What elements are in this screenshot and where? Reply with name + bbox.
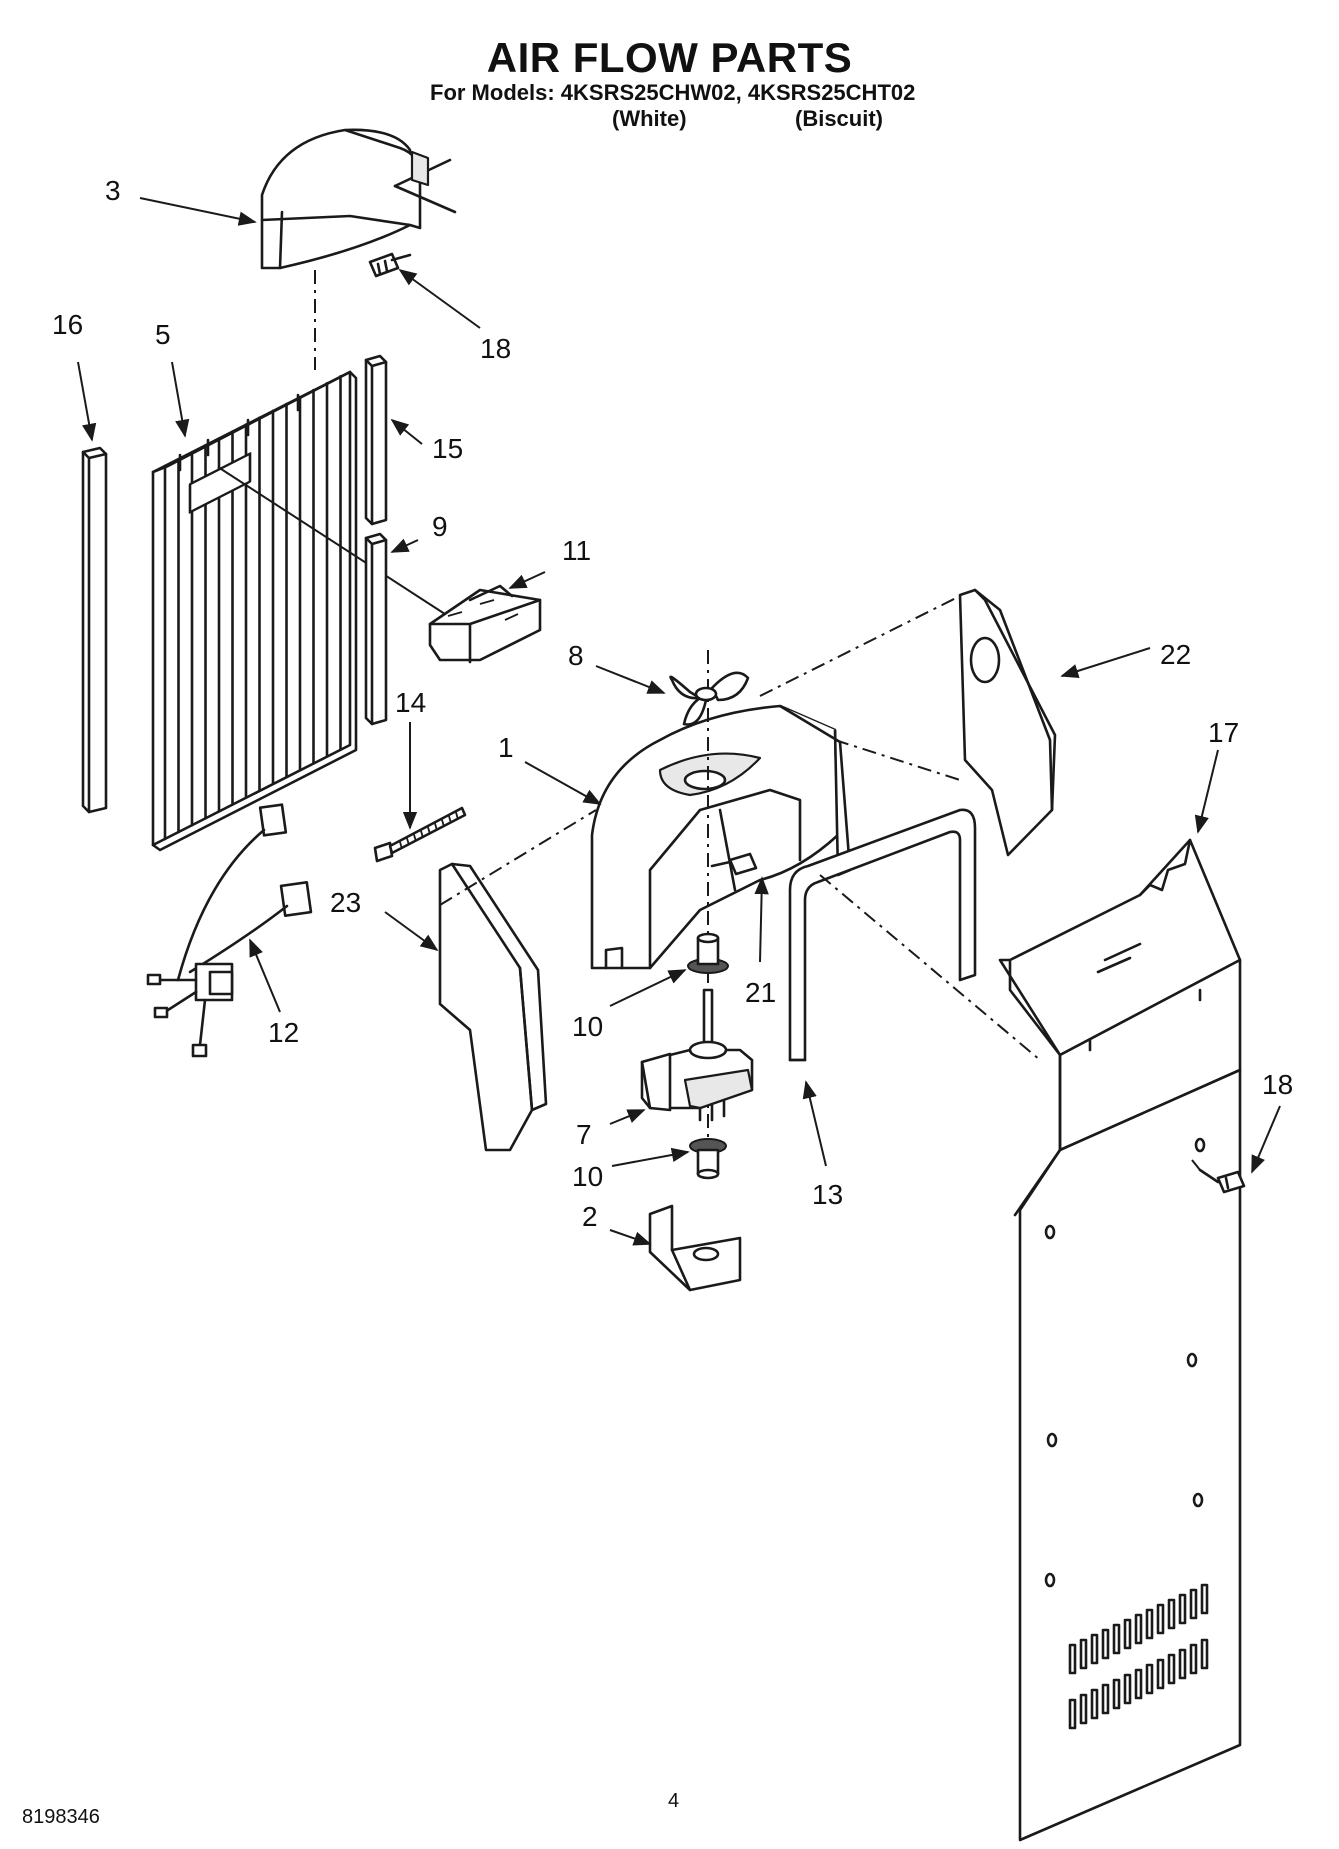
part-7-fan-motor [640, 988, 754, 1122]
document-number: 8198346 [22, 1806, 100, 1828]
part-13-air-channel [788, 808, 977, 1062]
color-white-label: (White) [612, 106, 687, 131]
part-8-fan-blade [669, 671, 750, 726]
color-biscuit-label: (Biscuit) [795, 106, 883, 131]
callout-15: 15 [432, 433, 463, 464]
vent-slot [1167, 1598, 1176, 1630]
callout-12: 12 [268, 1017, 299, 1048]
vent-slot [1123, 1673, 1132, 1705]
vent-slot [1200, 1638, 1209, 1670]
vent-slot [1079, 1693, 1088, 1725]
part-12-wire-harness [146, 803, 313, 1058]
part-15-strip [364, 354, 388, 526]
callout-11: 11 [562, 535, 591, 566]
part-11-bracket [428, 584, 542, 664]
callout-5: 5 [155, 319, 171, 350]
vent-slot [1156, 1603, 1165, 1635]
vent-slot [1068, 1643, 1077, 1675]
part-21-screw [710, 852, 758, 876]
part-18-screw-right [1198, 1168, 1246, 1194]
tie-tooth [448, 815, 452, 824]
tie-tooth [434, 823, 438, 831]
vent-slot [1178, 1593, 1187, 1625]
callout-16: 16 [52, 309, 83, 340]
part-1-fan-shroud [590, 704, 852, 970]
callout-8: 8 [568, 640, 584, 671]
callout-9: 9 [432, 511, 448, 542]
vent-slot [1178, 1648, 1187, 1680]
vent-slot [1101, 1683, 1110, 1715]
callout-17: 17 [1208, 717, 1239, 748]
tie-tooth [406, 838, 410, 846]
part-22-side-plate [958, 588, 1057, 857]
vent-slot [1134, 1668, 1143, 1700]
callout-18-top: 18 [480, 333, 511, 364]
part-18-screw-top [368, 252, 412, 278]
vent-slot [1134, 1613, 1143, 1645]
part-3-duct-cover [260, 128, 457, 270]
vent-slot [1189, 1643, 1198, 1675]
vent-slot [1156, 1658, 1165, 1690]
callout-1: 1 [498, 732, 514, 763]
part-16-insulation-strip [81, 446, 108, 814]
callout-2: 2 [582, 1201, 598, 1232]
models-line: For Models: 4KSRS25CHW02, 4KSRS25CHT02 [430, 80, 916, 105]
vent-slot [1200, 1583, 1209, 1615]
callout-13: 13 [812, 1179, 843, 1210]
tie-tooth [441, 819, 445, 828]
part-10-grommet-lower [689, 1138, 727, 1180]
page-title: AIR FLOW PARTS [486, 34, 853, 81]
callout-labels: 3 18 16 5 15 9 11 8 14 1 22 17 23 12 21 … [52, 175, 1293, 1232]
vent-slot [1079, 1638, 1088, 1670]
vent-slot [1112, 1678, 1121, 1710]
vent-slot [1101, 1628, 1110, 1660]
vent-slot [1145, 1663, 1154, 1695]
vent-slot [1189, 1588, 1198, 1620]
callout-18-right: 18 [1262, 1069, 1293, 1100]
tie-tooth [399, 841, 403, 850]
vent-slot [1090, 1633, 1099, 1665]
tie-tooth [420, 830, 424, 839]
leader-arrows [77, 197, 1281, 1246]
tie-tooth [455, 812, 459, 820]
tie-tooth [427, 826, 431, 835]
vent-slot [1090, 1688, 1099, 1720]
callout-10-upper: 10 [572, 1011, 603, 1042]
callout-22: 22 [1160, 639, 1191, 670]
callout-3: 3 [105, 175, 121, 206]
callout-23: 23 [330, 887, 361, 918]
part-17-rear-duct [998, 838, 1242, 1842]
vent-slot [1112, 1623, 1121, 1655]
part-14-cable-tie [373, 806, 467, 863]
callout-10-lower: 10 [572, 1161, 603, 1192]
page-number: 4 [668, 1790, 680, 1812]
vent-slot [1145, 1608, 1154, 1640]
part-5-evaporator-cover [151, 370, 358, 852]
part-2-motor-bracket [648, 1204, 742, 1292]
part-10-grommet-upper [687, 932, 729, 974]
vent-slot [1068, 1698, 1077, 1730]
callout-7: 7 [576, 1119, 592, 1150]
tie-tooth [413, 834, 417, 842]
callout-21: 21 [745, 977, 776, 1008]
vent-slot [1123, 1618, 1132, 1650]
vent-slot [1167, 1653, 1176, 1685]
callout-14: 14 [395, 687, 426, 718]
part-9-strip [364, 532, 388, 726]
part-23-side-baffle [438, 862, 548, 1152]
